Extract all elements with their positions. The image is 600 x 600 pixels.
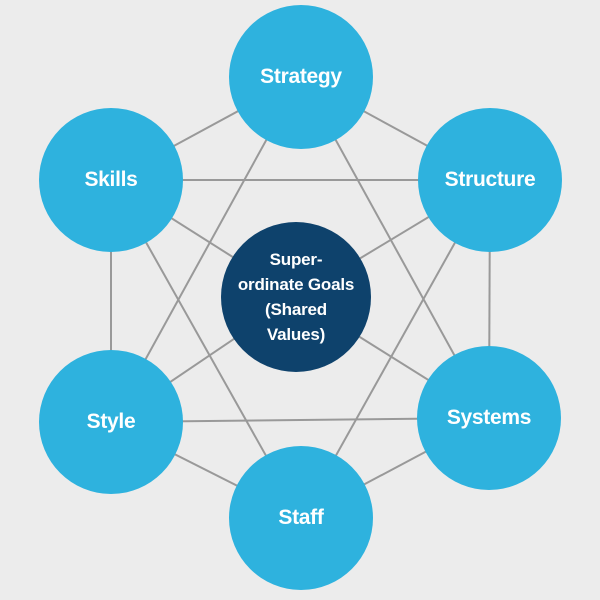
node-skills: Skills xyxy=(39,108,183,252)
shared-values-label: Super- ordinate Goals (Shared Values) xyxy=(238,247,354,347)
node-staff: Staff xyxy=(229,446,373,590)
shared-values-line-1: Super- xyxy=(269,250,323,269)
node-structure: Structure xyxy=(418,108,562,252)
node-structure-label: Structure xyxy=(444,168,536,191)
node-systems: Systems xyxy=(417,346,561,490)
shared-values-line-2: ordinate Goals xyxy=(237,275,355,294)
node-strategy: Strategy xyxy=(229,5,373,149)
shared-values-line-4: Values) xyxy=(266,325,326,344)
node-style: Style xyxy=(39,350,183,494)
node-shared-values: Super- ordinate Goals (Shared Values) xyxy=(221,222,371,372)
node-systems-label: Systems xyxy=(446,406,532,429)
node-staff-label: Staff xyxy=(278,506,324,529)
node-style-label: Style xyxy=(86,410,136,433)
node-skills-label: Skills xyxy=(84,168,138,191)
shared-values-line-3: (Shared xyxy=(265,300,327,319)
node-strategy-label: Strategy xyxy=(260,65,342,88)
